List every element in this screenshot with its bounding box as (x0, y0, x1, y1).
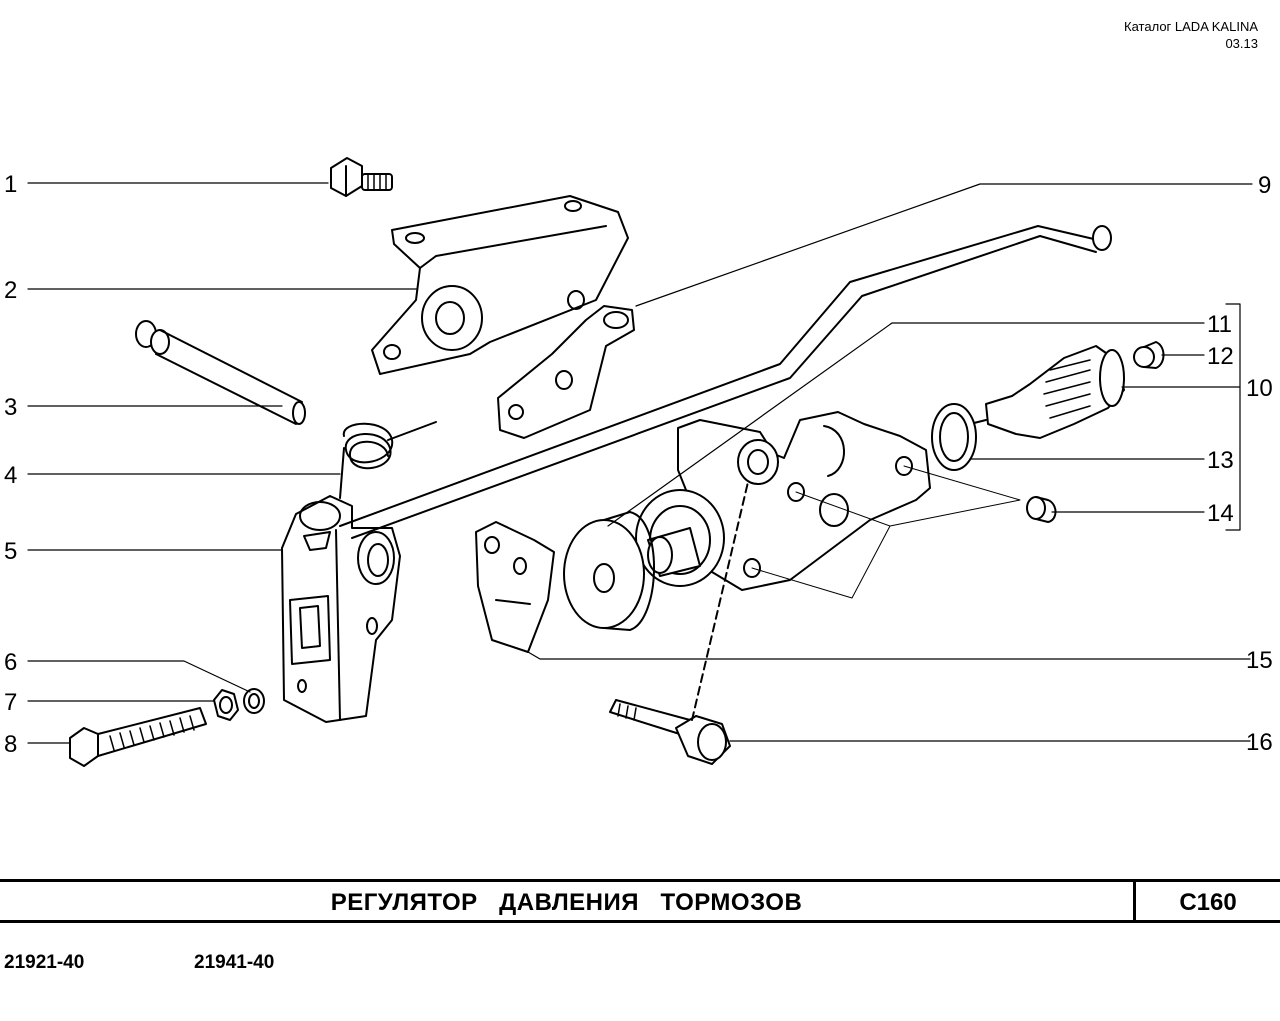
assembly-line-ports (751, 465, 1021, 599)
leader-lines (27, 182, 1253, 744)
callout-13: 13 (1207, 447, 1234, 474)
part-12-cap (1133, 341, 1165, 369)
regulator-cap (563, 511, 655, 631)
callout-12: 12 (1207, 343, 1234, 370)
part-4-spring (339, 421, 437, 499)
callout-5: 5 (4, 538, 17, 565)
part-2-bracket (371, 195, 629, 375)
catalog-header: Каталог LADA KALINA 03.13 (1124, 18, 1258, 52)
title-divider (1133, 882, 1136, 920)
part-15-bracket (475, 521, 555, 653)
callout-15: 15 (1246, 647, 1273, 674)
assembly-line-bolt (691, 481, 749, 721)
part-13-ring (931, 403, 977, 471)
rod-mount-plate (497, 305, 635, 439)
callout-9: 9 (1258, 172, 1271, 199)
part-16-bolt (609, 699, 731, 765)
callout-14: 14 (1207, 500, 1234, 527)
part-7-nut (213, 689, 239, 721)
catalog-name: Каталог LADA KALINA (1124, 19, 1258, 34)
part-9-rod (339, 225, 1112, 539)
part-8-bolt (69, 707, 207, 767)
page-title: РЕГУЛЯТОР ДАВЛЕНИЯ ТОРМОЗОВ (330, 889, 803, 916)
title-bar: РЕГУЛЯТОР ДАВЛЕНИЯ ТОРМОЗОВ C160 (0, 879, 1280, 923)
exploded-parts-diagram: 1 2 3 4 5 6 7 8 9 10 11 12 13 14 15 16 (4, 157, 1273, 767)
callout-3: 3 (4, 394, 17, 421)
callout-16: 16 (1246, 729, 1273, 756)
part-1-bolt (330, 157, 393, 197)
model-code-1: 21921-40 (4, 952, 85, 973)
callout-10: 10 (1246, 375, 1273, 402)
model-code-2: 21941-40 (194, 952, 275, 973)
part-10-plug (969, 345, 1125, 439)
callout-1: 1 (4, 171, 17, 198)
catalog-date: 03.13 (1225, 36, 1258, 51)
part-3-pin (135, 320, 306, 425)
callout-8: 8 (4, 731, 17, 758)
part-5-lever-bracket (281, 495, 401, 723)
callout-6: 6 (4, 649, 17, 676)
part-14-cap (1026, 496, 1057, 523)
callout-7: 7 (4, 689, 17, 716)
section-code: C160 (1179, 889, 1237, 916)
callout-4: 4 (4, 462, 17, 489)
part-6-washer (243, 688, 265, 714)
regulator-body (635, 411, 931, 591)
callout-2: 2 (4, 277, 17, 304)
callout-11: 11 (1207, 311, 1232, 338)
callout-numbers: 1 2 3 4 5 6 7 8 9 10 11 12 13 14 15 16 (4, 171, 1273, 758)
